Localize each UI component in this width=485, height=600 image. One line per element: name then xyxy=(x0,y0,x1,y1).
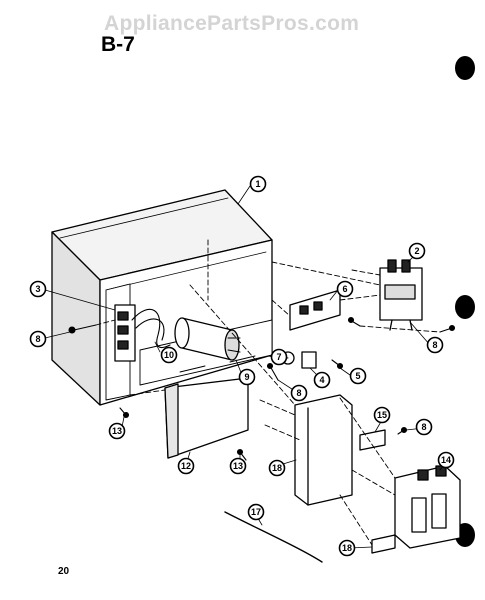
page-number: 20 xyxy=(58,566,70,577)
switch-plate xyxy=(289,289,341,331)
binder-hole-middle xyxy=(455,295,475,319)
callout-label: 18 xyxy=(272,463,282,473)
callout-label: 14 xyxy=(441,455,451,465)
callout-label: 9 xyxy=(244,372,249,382)
callout-label: 18 xyxy=(342,543,352,553)
callout-8-right xyxy=(426,336,444,354)
callout-3 xyxy=(29,280,47,298)
channel-bracket xyxy=(294,394,353,506)
leader-lines xyxy=(44,185,447,549)
callout-label: 12 xyxy=(181,461,191,471)
callout-14 xyxy=(437,451,455,469)
callout-6 xyxy=(336,280,354,298)
callout-8-left xyxy=(29,330,47,348)
figure-label: B-7 xyxy=(101,33,135,56)
mounting-bracket xyxy=(164,377,249,459)
callout-label: 13 xyxy=(112,426,122,436)
callout-12 xyxy=(177,457,195,475)
callout-label: 4 xyxy=(319,375,324,385)
watermark: AppliancePartsPros.com xyxy=(104,12,360,35)
cabinet-box xyxy=(51,189,273,406)
callout-7 xyxy=(270,348,288,366)
callout-label: 1 xyxy=(255,179,260,189)
terminal-block xyxy=(114,304,136,362)
callout-label: 17 xyxy=(251,507,261,517)
circuit-breaker xyxy=(394,465,461,549)
callout-label: 8 xyxy=(296,388,301,398)
callout-10 xyxy=(160,346,178,364)
callout-17 xyxy=(247,503,265,521)
callout-label: 15 xyxy=(377,410,387,420)
callout-18-lower xyxy=(338,539,356,557)
callout-4 xyxy=(313,371,331,389)
callout-label: 13 xyxy=(233,461,243,471)
callout-label: 8 xyxy=(35,334,40,344)
callout-8-center xyxy=(290,384,308,402)
retaining-clip xyxy=(371,534,396,554)
callout-8-lower xyxy=(415,418,433,436)
callout-15 xyxy=(373,406,391,424)
binder-hole-top xyxy=(455,56,475,80)
callout-label: 2 xyxy=(414,246,419,256)
clip xyxy=(301,351,317,369)
callout-label: 7 xyxy=(276,352,281,362)
callout-2 xyxy=(408,242,426,260)
capacitor xyxy=(174,317,241,361)
callout-label: 6 xyxy=(342,284,347,294)
callout-label: 5 xyxy=(355,371,360,381)
callout-label: 10 xyxy=(164,350,174,360)
screws xyxy=(68,316,456,461)
callout-1 xyxy=(249,175,267,193)
contactor xyxy=(379,259,423,331)
callout-13-right xyxy=(229,457,247,475)
callout-label: 3 xyxy=(35,284,40,294)
assembly-lines xyxy=(95,239,441,546)
callout-label: 8 xyxy=(421,422,426,432)
callout-label: 8 xyxy=(432,340,437,350)
callout-9 xyxy=(238,368,256,386)
callout-5 xyxy=(349,367,367,385)
mounting-clip xyxy=(359,429,386,451)
callout-13-left xyxy=(108,422,126,440)
callout-18-upper xyxy=(268,459,286,477)
